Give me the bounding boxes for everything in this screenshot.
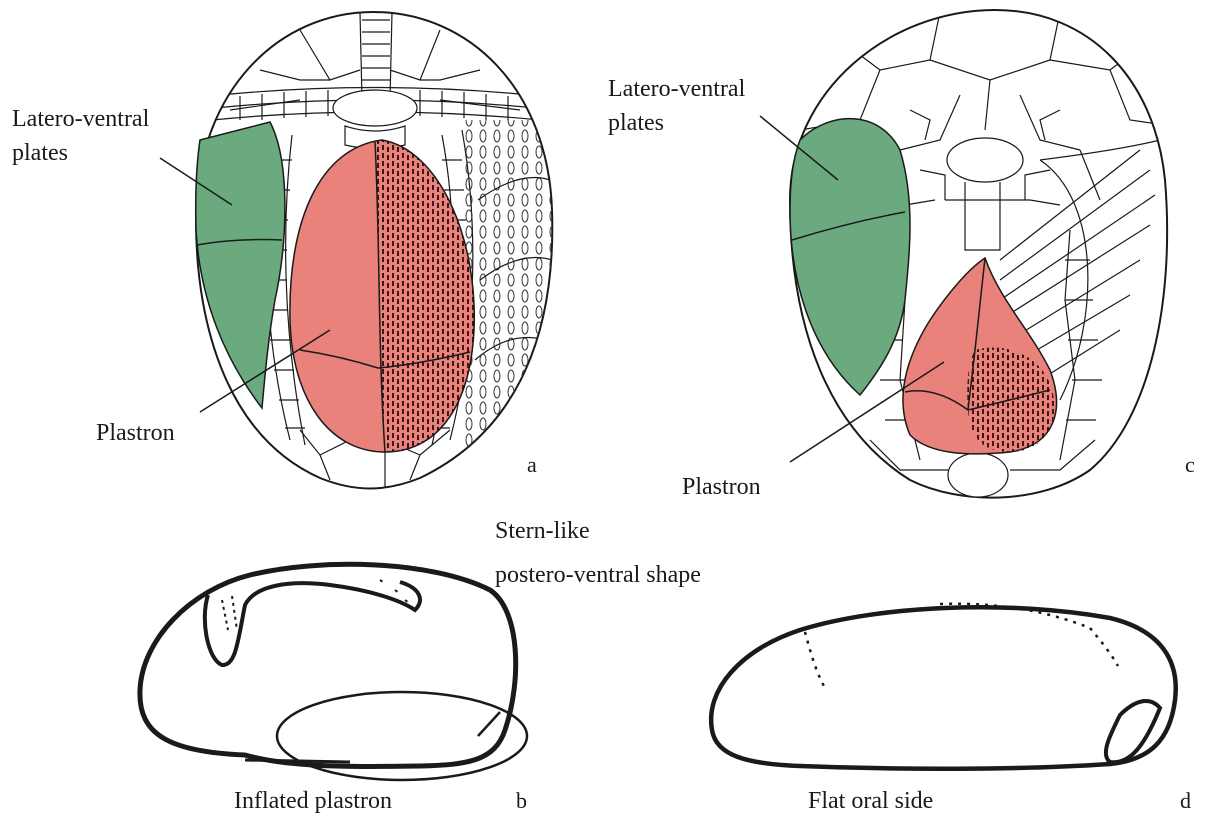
panel-b xyxy=(140,564,527,780)
latero-ventral-label-a-line1: Latero-ventral xyxy=(12,104,149,134)
latero-ventral-label-c-line1: Latero-ventral xyxy=(608,74,745,104)
profile-outline-b xyxy=(140,564,516,766)
plastron-bulge-b xyxy=(205,582,420,665)
panel-letter-c: c xyxy=(1185,452,1195,478)
plastron-label-c: Plastron xyxy=(682,472,761,502)
panel-letter-a: a xyxy=(527,452,537,478)
panel-d xyxy=(711,604,1176,769)
stern-label-line1: Stern-like xyxy=(495,516,590,546)
plastron-label-a: Plastron xyxy=(96,418,175,448)
latero-ventral-label-a-line2: plates xyxy=(12,138,68,168)
latero-ventral-label-c-line2: plates xyxy=(608,108,664,138)
panel-a xyxy=(160,12,555,490)
panel-c xyxy=(760,10,1167,498)
panel-letter-b: b xyxy=(516,788,527,814)
caption-d: Flat oral side xyxy=(808,786,933,816)
panel-letter-d: d xyxy=(1180,788,1191,814)
stern-label-line2: postero-ventral shape xyxy=(495,560,701,590)
caption-b: Inflated plastron xyxy=(234,786,392,816)
